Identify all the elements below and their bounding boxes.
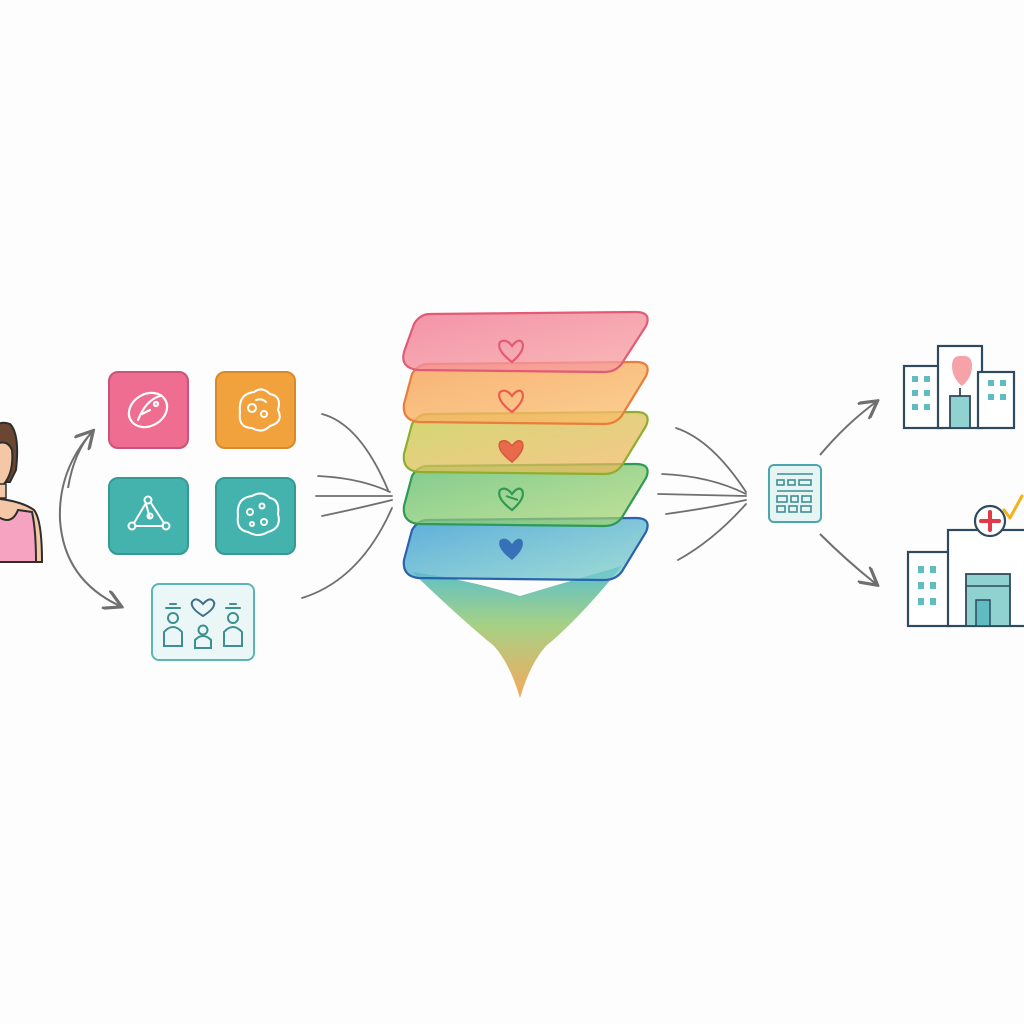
heart-icon — [498, 389, 524, 414]
input-network — [108, 477, 189, 555]
input-cell — [215, 371, 296, 449]
heart-icon — [499, 538, 523, 560]
cell-pattern-icon — [236, 492, 280, 536]
model-layer-5 — [402, 516, 649, 582]
inputs-to-patient-arrow — [67, 432, 92, 489]
breast-tissue-icon — [127, 391, 169, 429]
model-to-report-lines — [657, 427, 747, 561]
report-to-hospital-top-arrow — [819, 402, 876, 456]
report-to-hospital-bottom-arrow — [819, 533, 876, 584]
heart-icon — [498, 439, 524, 463]
woman-avatar-icon — [0, 421, 44, 563]
clinic-building-icon — [906, 528, 1024, 628]
node-network-icon — [127, 495, 171, 531]
family-history-icon — [163, 598, 243, 649]
patient-to-inputs-arrow — [58, 431, 120, 606]
hospital-building-icon — [902, 344, 1016, 430]
heart-icon — [498, 487, 524, 512]
layered-model-icon — [402, 310, 649, 698]
report-grid-icon — [768, 464, 822, 523]
cell-cluster-icon — [238, 388, 281, 432]
model-layer-1 — [402, 310, 649, 374]
inputs-converging-lines — [301, 413, 393, 599]
checkmark-icon — [1002, 494, 1024, 520]
funnel-shape — [412, 566, 622, 698]
heart-icon — [498, 339, 524, 364]
input-breast-scan — [108, 371, 189, 449]
input-family — [151, 583, 255, 661]
input-cell-pattern — [215, 477, 296, 555]
red-cross-icon — [973, 504, 1007, 538]
